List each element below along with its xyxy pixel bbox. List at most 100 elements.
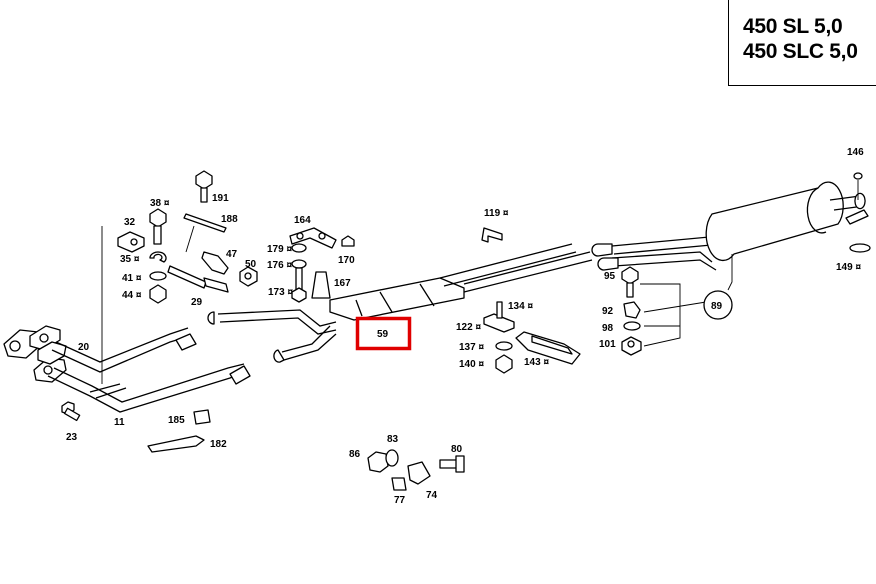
diagram-shape (621, 266, 639, 285)
diagram-shape (200, 187, 208, 203)
label-59: 59 (377, 329, 389, 340)
rubber-mount-hardware[interactable] (367, 449, 465, 491)
manifold-hardware[interactable] (101, 170, 258, 384)
label-179: 179 ¤ (267, 244, 292, 255)
diagram-shape (175, 333, 197, 351)
diagram-shape (193, 409, 211, 425)
model-title-line-2: 450 SLC 5,0 (743, 40, 858, 63)
diagram-shape (130, 238, 138, 246)
label-149: 149 ¤ (836, 262, 861, 273)
label-98: 98 (602, 323, 614, 334)
label-47: 47 (226, 249, 238, 260)
label-83: 83 (387, 434, 399, 445)
label-101: 101 (599, 339, 616, 350)
diagram-shape (611, 251, 717, 271)
diagram-shape (244, 272, 252, 280)
diagram-shape (640, 283, 707, 347)
diagram-shape (311, 271, 331, 299)
label-50: 50 (245, 259, 257, 270)
diagram-shape (39, 333, 49, 343)
callout-circle-89 (703, 290, 733, 320)
diagram-shape (281, 325, 331, 353)
hanger-hardware-164[interactable] (289, 227, 355, 303)
diagram-shape (483, 313, 515, 333)
hanger-hardware-122[interactable] (483, 301, 581, 374)
diagram-shape (854, 192, 866, 210)
label-92: 92 (602, 306, 614, 317)
label-41: 41 ¤ (122, 273, 142, 284)
diagram-shape (273, 349, 285, 363)
diagram-shape (291, 243, 307, 253)
label-74: 74 (426, 490, 438, 501)
diagram-shape (55, 327, 189, 363)
diagram-shape (63, 407, 81, 422)
diagram-shape (531, 335, 573, 355)
bracket-182[interactable] (147, 409, 211, 453)
diagram-shape (167, 265, 207, 289)
diagram-shape (47, 371, 247, 413)
diagram-shape (203, 277, 229, 293)
label-38: 38 ¤ (150, 198, 170, 209)
diagram-shape (283, 333, 337, 361)
label-20: 20 (78, 342, 90, 353)
label-29: 29 (191, 297, 203, 308)
diagram-shape (153, 225, 162, 245)
diagram-shape (355, 283, 435, 317)
rear-muffler[interactable] (591, 172, 871, 291)
diagram-shape (727, 254, 733, 291)
diagram-shape (149, 284, 167, 304)
diagram-shape (296, 232, 304, 240)
label-173: 173 ¤ (268, 287, 293, 298)
label-167: 167 (334, 278, 351, 289)
highlight-box-59 (355, 316, 412, 351)
label-182: 182 (210, 439, 227, 450)
diagram-shape (845, 209, 869, 225)
diagram-shape (53, 363, 245, 403)
diagram-shape (219, 317, 337, 335)
label-164: 164 (294, 215, 311, 226)
diagram-shape (806, 187, 827, 234)
diagram-shape (229, 365, 251, 385)
label-11: 11 (114, 417, 125, 428)
label-35: 35 ¤ (120, 254, 140, 265)
label-134: 134 ¤ (508, 301, 533, 312)
rear-hardware-89[interactable] (621, 266, 733, 356)
diagram-shape (463, 251, 593, 293)
diagram-shape (439, 243, 577, 287)
diagram-shape (185, 225, 195, 253)
label-119: 119 ¤ (484, 208, 509, 219)
diagram-shape (89, 383, 127, 399)
diagram-shape (207, 311, 215, 325)
diagram-shape (623, 321, 641, 331)
bracket-119[interactable] (481, 227, 503, 243)
bolt-23[interactable] (61, 401, 81, 422)
label-137: 137 ¤ (459, 342, 484, 353)
diagram-shape (591, 243, 613, 257)
diagram-shape (295, 267, 303, 291)
label-185: 185 (168, 415, 185, 426)
diagram-shape (849, 243, 871, 253)
diagram-shape (149, 208, 167, 228)
label-95: 95 (604, 271, 616, 282)
front-exhaust-pipes[interactable] (3, 325, 251, 413)
diagram-shape (496, 301, 503, 319)
center-muffler-59[interactable] (207, 243, 593, 363)
diagram-shape (201, 251, 229, 275)
diagram-shape (853, 172, 863, 180)
model-title-line-1: 450 SL 5,0 (743, 15, 843, 38)
diagram-shape (391, 477, 407, 491)
diagram-shape (291, 259, 307, 269)
label-188: 188 (221, 214, 238, 225)
diagram-shape (385, 449, 399, 467)
diagram-shape (195, 170, 213, 190)
diagram-shape (623, 301, 641, 319)
label-176: 176 ¤ (267, 260, 292, 271)
diagram-shape (183, 213, 227, 233)
label-122: 122 ¤ (456, 322, 481, 333)
label-143: 143 ¤ (524, 357, 549, 368)
label-77: 77 (394, 495, 406, 506)
diagram-shape (597, 257, 619, 271)
diagram-shape (626, 282, 634, 298)
diagram-shape (318, 232, 326, 240)
